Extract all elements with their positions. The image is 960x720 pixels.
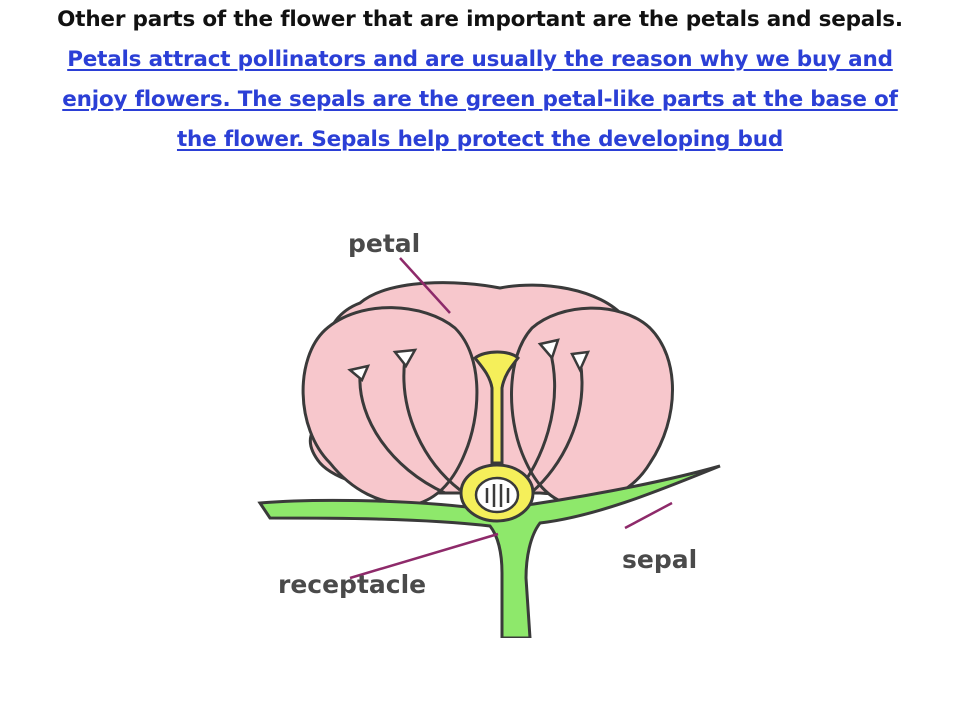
- caption-text: Other parts of the flower that are impor…: [40, 0, 920, 160]
- anthers: [347, 338, 591, 383]
- caption-lead: Other parts of the flower that are impor…: [57, 7, 903, 32]
- caption-link[interactable]: Petals attract pollinators and are usual…: [62, 47, 898, 152]
- ovary-inner: [474, 476, 520, 514]
- label-sepal: sepal: [622, 545, 697, 574]
- flower-diagram: petal sepal receptacle: [240, 218, 740, 638]
- pistil-style: [472, 350, 521, 465]
- petal-left: [301, 306, 479, 506]
- pointer-lines: [349, 257, 673, 580]
- petal-right: [510, 306, 674, 506]
- label-petal: petal: [348, 229, 420, 258]
- label-receptacle: receptacle: [278, 570, 426, 599]
- ovules: [485, 484, 510, 507]
